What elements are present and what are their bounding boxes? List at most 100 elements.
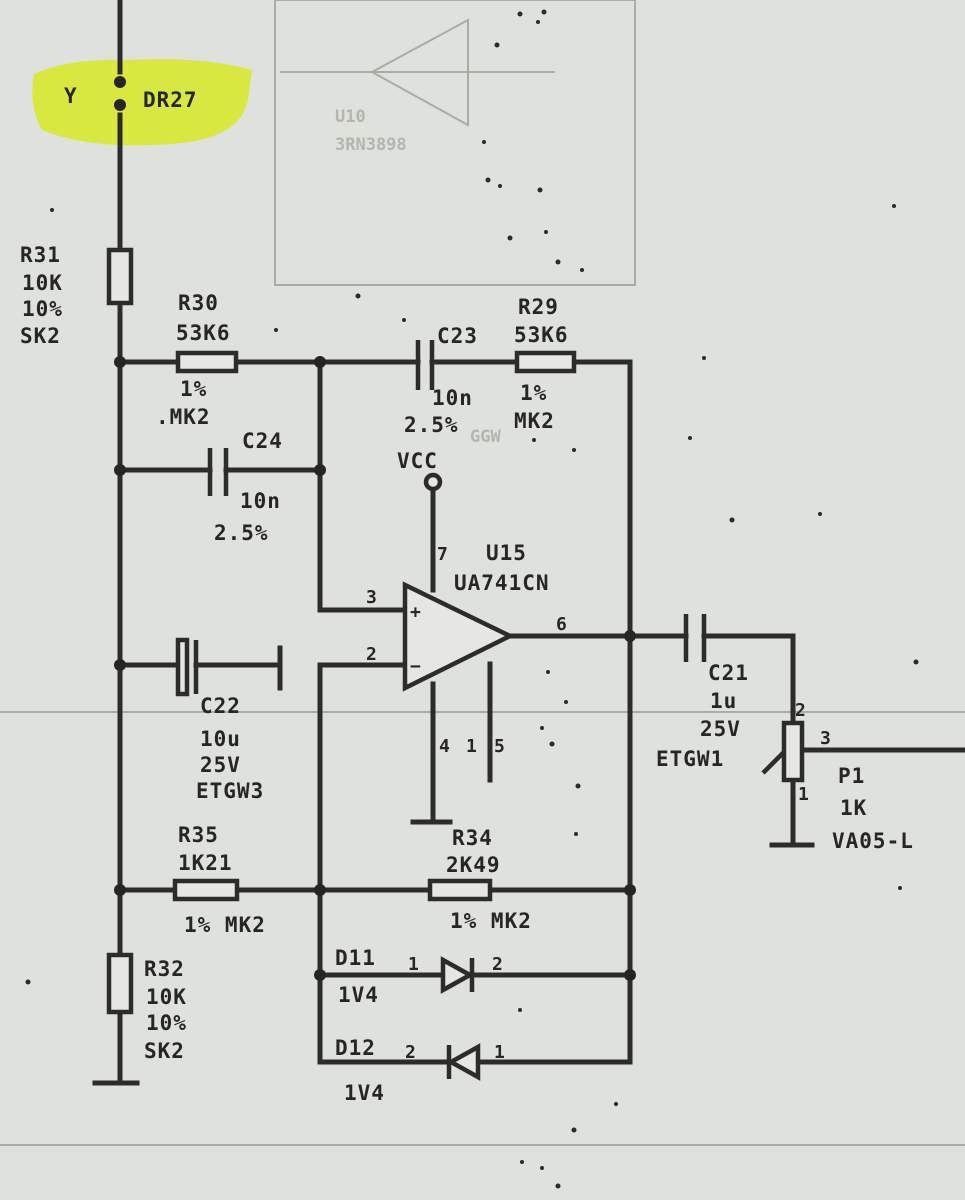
d12-pin-2: 2 xyxy=(405,1042,416,1063)
c22-type: ETGW3 xyxy=(196,779,264,803)
d11-ref: D11 xyxy=(335,946,376,970)
highlighter-mark xyxy=(32,59,253,146)
p1-pin-2: 2 xyxy=(795,700,806,721)
ghost-text: GGW xyxy=(470,427,501,447)
pin-5-label: 5 xyxy=(494,736,505,757)
r34-value: 2K49 xyxy=(446,853,501,877)
r30-ref: R30 xyxy=(178,291,219,315)
r31-label: R31 10K 10% SK2 xyxy=(20,243,63,348)
p1-label: 2 3 1 P1 1K VA05-L xyxy=(795,700,913,853)
r34-resistor-symbol xyxy=(427,878,493,902)
p1-pin-3: 3 xyxy=(820,728,831,749)
r29-resistor-symbol xyxy=(514,350,577,374)
r32-type: SK2 xyxy=(144,1039,185,1063)
r30-value: 53K6 xyxy=(176,321,231,345)
p1-value: 1K xyxy=(840,796,867,820)
c21-voltage: 25V xyxy=(700,717,741,741)
u15-label: U15 UA741CN xyxy=(454,541,550,595)
r31-resistor-symbol xyxy=(106,247,134,306)
r31-ref: R31 xyxy=(20,243,61,267)
bleed-through-ghost: U10 3RN3898 GGW xyxy=(0,0,965,1146)
d11-pin-1: 1 xyxy=(408,954,419,975)
pin-1-label: 1 xyxy=(466,736,477,757)
r30-resistor-symbol xyxy=(175,350,239,374)
p1-ref: P1 xyxy=(838,764,865,788)
r35-label: R35 1K21 1% MK2 xyxy=(178,823,266,937)
c24-capacitor-symbol xyxy=(207,448,229,496)
c23-ref: C23 xyxy=(437,324,478,348)
c21-type: ETGW1 xyxy=(656,747,724,771)
r30-type: .MK2 xyxy=(156,405,211,429)
p1-pin-1: 1 xyxy=(798,784,809,805)
junction-dots xyxy=(114,356,636,981)
vcc-label: VCC xyxy=(397,449,438,473)
c23-tol: 2.5% xyxy=(404,413,459,437)
d11-pin-2: 2 xyxy=(492,954,503,975)
ghost-text: U10 xyxy=(335,107,366,127)
r31-type: SK2 xyxy=(20,324,61,348)
r32-resistor-symbol xyxy=(106,952,134,1015)
r29-label: R29 53K6 1% MK2 xyxy=(514,295,569,433)
net-label: Y DR27 xyxy=(64,84,198,112)
ghost-text: 3RN3898 xyxy=(335,135,407,155)
vcc-terminal-icon xyxy=(423,472,443,492)
pin-4-label: 4 xyxy=(439,736,450,757)
r30-tol: 1% xyxy=(180,377,207,401)
d12-diode-symbol xyxy=(446,1043,481,1081)
d11-value: 1V4 xyxy=(338,983,379,1007)
pin-7-label: 7 xyxy=(437,544,448,565)
r32-ref: R32 xyxy=(144,957,185,981)
c21-value: 1u xyxy=(710,689,737,713)
c21-capacitor-symbol xyxy=(683,614,707,662)
r35-ref: R35 xyxy=(178,823,219,847)
r29-value: 53K6 xyxy=(514,323,569,347)
c24-tol: 2.5% xyxy=(214,521,269,545)
plus-sign: + xyxy=(410,602,421,623)
u15-part: UA741CN xyxy=(454,571,550,595)
u15-pin-labels: 3 2 6 + − 7 4 1 5 xyxy=(366,544,567,757)
r32-label: R32 10K 10% SK2 xyxy=(144,957,187,1063)
d12-ref: D12 xyxy=(335,1036,376,1060)
r34-label: R34 2K49 1% MK2 xyxy=(446,826,532,933)
r29-ref: R29 xyxy=(518,295,559,319)
net-name-label: Y xyxy=(64,84,78,108)
c24-ref: C24 xyxy=(242,429,283,453)
wiring xyxy=(92,0,965,1086)
c22-voltage: 25V xyxy=(200,753,241,777)
u15-opamp-symbol xyxy=(402,581,516,692)
c23-label: C23 10n 2.5% xyxy=(404,324,478,437)
r34-ref: R34 xyxy=(452,826,493,850)
d11-label: D11 1V4 1 2 xyxy=(335,946,503,1007)
c22-label: C22 10u 25V ETGW3 xyxy=(196,694,264,803)
r35-spec: 1% MK2 xyxy=(184,913,266,937)
ghost-frame xyxy=(274,0,636,286)
p1-potentiometer-symbol xyxy=(761,720,805,783)
d11-diode-symbol xyxy=(440,956,475,994)
c22-ref: C22 xyxy=(200,694,241,718)
r32-tol: 10% xyxy=(146,1011,187,1035)
d12-label: D12 1V4 2 1 xyxy=(335,1036,505,1105)
r31-value: 10K xyxy=(22,271,63,295)
c23-capacitor-symbol xyxy=(415,340,435,390)
c23-value: 10n xyxy=(432,386,473,410)
net-ref-label: DR27 xyxy=(143,88,198,112)
paper-specks xyxy=(25,9,919,1189)
c22-capacitor-symbol xyxy=(175,637,199,697)
r31-tol: 10% xyxy=(22,297,63,321)
r32-value: 10K xyxy=(146,985,187,1009)
d12-value: 1V4 xyxy=(344,1081,385,1105)
r34-spec: 1% MK2 xyxy=(450,909,532,933)
ghost-triangle xyxy=(369,18,469,127)
c24-label: C24 10n 2.5% xyxy=(214,429,283,545)
r30-label: R30 53K6 1% .MK2 xyxy=(156,291,231,429)
r35-value: 1K21 xyxy=(178,851,233,875)
pin-2-label: 2 xyxy=(366,644,377,665)
pin-6-label: 6 xyxy=(556,614,567,635)
pin-3-label: 3 xyxy=(366,587,377,608)
r29-tol: 1% xyxy=(520,381,547,405)
c21-label: C21 1u 25V ETGW1 xyxy=(656,661,748,771)
c24-value: 10n xyxy=(240,489,281,513)
u15-ref: U15 xyxy=(486,541,527,565)
minus-sign: − xyxy=(410,656,421,677)
